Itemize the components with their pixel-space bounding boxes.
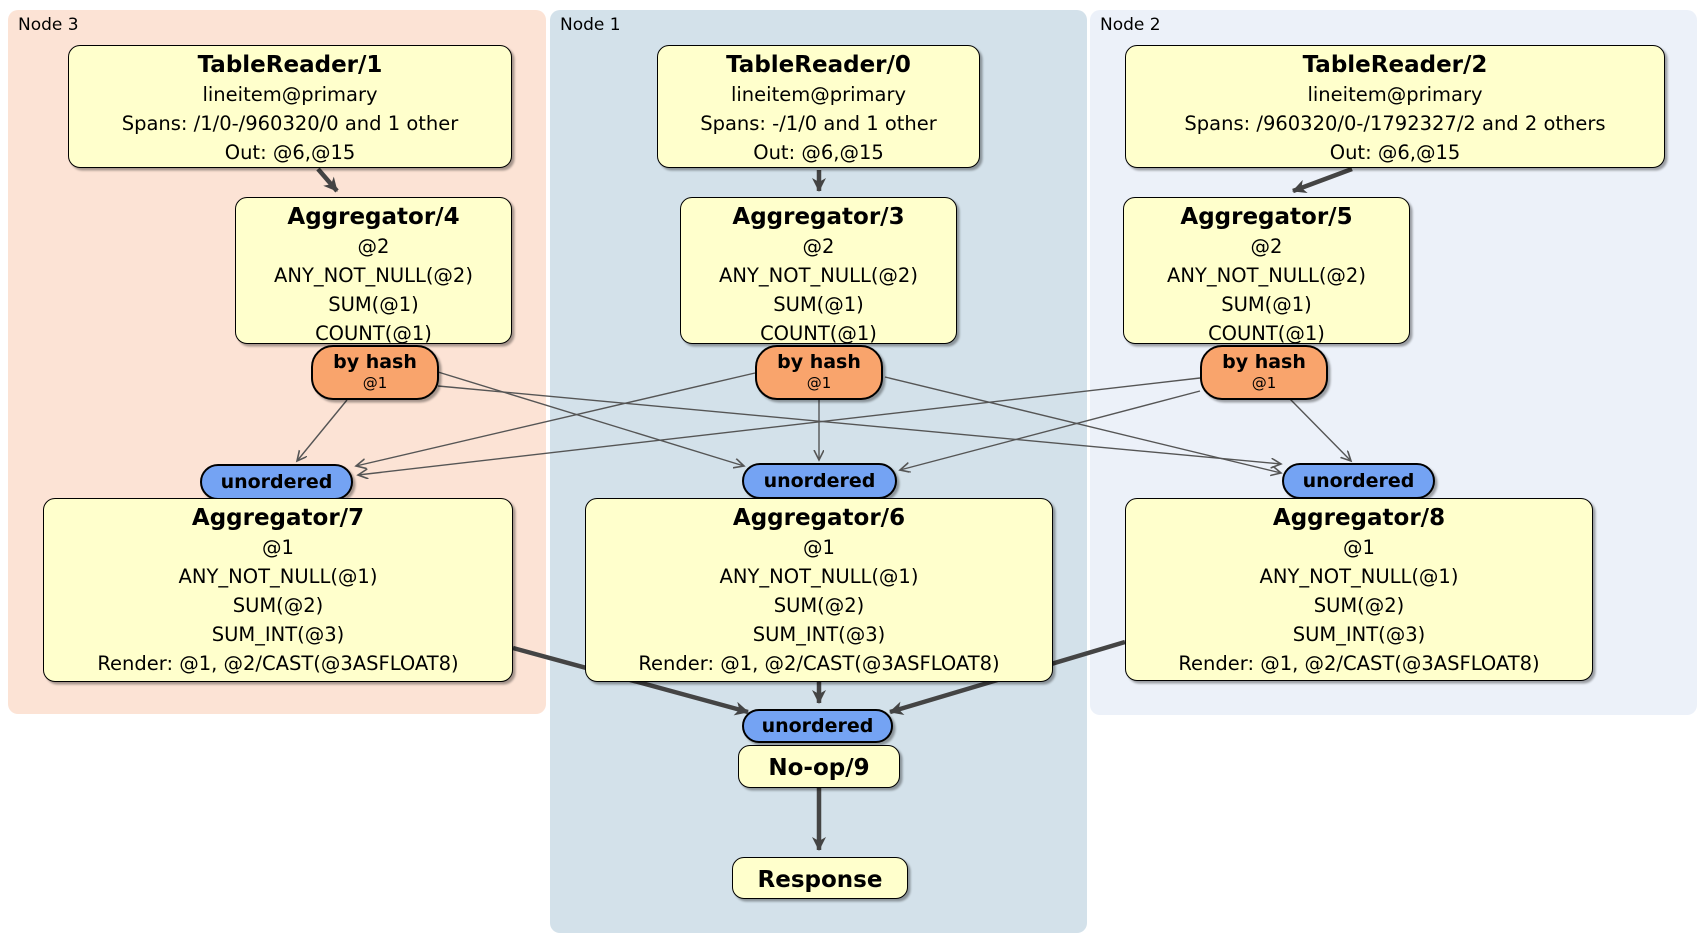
box-aggregator-3: Aggregator/3 @2 ANY_NOT_NULL(@2) SUM(@1)… <box>680 197 957 345</box>
box-line: lineitem@primary <box>202 83 378 106</box>
box-line: SUM(@1) <box>773 293 864 316</box>
router-label: by hash <box>333 351 417 373</box>
box-line: lineitem@primary <box>730 83 907 106</box>
box-line: Out: @6,@15 <box>1329 141 1461 164</box>
router-key: @1 <box>362 374 388 392</box>
box-line: SUM(@1) <box>328 293 419 316</box>
box-aggregator-6: Aggregator/6 @1 ANY_NOT_NULL(@1) SUM(@2)… <box>585 498 1053 682</box>
box-aggregator-8: Aggregator/8 @1 ANY_NOT_NULL(@1) SUM(@2)… <box>1125 498 1593 681</box>
box-noop-9: No-op/9 <box>738 745 900 788</box>
sync-unordered-final: unordered <box>742 709 893 743</box>
box-title: TableReader/2 <box>1302 52 1488 78</box>
box-line: SUM_INT(@3) <box>1292 623 1426 646</box>
box-line: Spans: -/1/0 and 1 other <box>700 112 937 135</box>
box-line: ANY_NOT_NULL(@1) <box>719 565 919 588</box>
box-line: @2 <box>802 235 835 258</box>
box-tablereader-2: TableReader/2 lineitem@primary Spans: /9… <box>1125 45 1665 168</box>
box-line: SUM(@2) <box>773 594 865 617</box>
box-line: lineitem@primary <box>1307 83 1483 106</box>
sync-unordered-node2: unordered <box>1282 463 1435 499</box>
box-aggregator-4: Aggregator/4 @2 ANY_NOT_NULL(@2) SUM(@1)… <box>235 197 512 345</box>
box-line: SUM(@1) <box>1221 293 1312 316</box>
box-line: @2 <box>1250 235 1283 258</box>
box-line: SUM(@2) <box>1313 594 1405 617</box>
node3-region-label: Node 3 <box>18 15 79 35</box>
node1-region-label: Node 1 <box>560 15 621 35</box>
router-label: by hash <box>777 351 861 373</box>
box-title: TableReader/0 <box>726 52 911 78</box>
box-line: Out: @6,@15 <box>224 141 356 164</box>
router-by-hash-node3: by hash @1 <box>311 345 439 400</box>
box-line: @2 <box>357 235 390 258</box>
box-line: @1 <box>1343 536 1375 559</box>
box-line: ANY_NOT_NULL(@2) <box>274 264 473 287</box>
box-line: ANY_NOT_NULL(@1) <box>1259 565 1459 588</box>
box-line: @1 <box>803 536 835 559</box>
box-title: Aggregator/6 <box>732 505 906 531</box>
box-title: Aggregator/8 <box>1272 505 1446 531</box>
box-title: Aggregator/3 <box>732 204 905 230</box>
sync-unordered-node3: unordered <box>200 464 353 500</box>
box-line: Render: @1, @2/CAST(@3ASFLOAT8) <box>1178 652 1540 675</box>
router-key: @1 <box>1251 374 1277 392</box>
box-line: @1 <box>262 536 294 559</box>
box-title: No-op/9 <box>768 755 870 781</box>
box-aggregator-7: Aggregator/7 @1 ANY_NOT_NULL(@1) SUM(@2)… <box>43 498 513 682</box>
box-title: Response <box>757 867 883 893</box>
box-line: SUM_INT(@3) <box>211 623 345 646</box>
router-edges <box>297 371 1351 475</box>
box-line: COUNT(@1) <box>760 322 877 345</box>
router-label: by hash <box>1222 351 1306 373</box>
sync-unordered-node1: unordered <box>742 463 897 499</box>
box-line: COUNT(@1) <box>1208 322 1325 345</box>
box-line: SUM_INT(@3) <box>752 623 886 646</box>
router-key: @1 <box>806 374 832 392</box>
router-by-hash-node2: by hash @1 <box>1200 345 1328 400</box>
node2-region-label: Node 2 <box>1100 15 1161 35</box>
box-line: Render: @1, @2/CAST(@3ASFLOAT8) <box>97 652 459 675</box>
box-tablereader-0: TableReader/0 lineitem@primary Spans: -/… <box>657 45 980 168</box>
box-line: ANY_NOT_NULL(@1) <box>178 565 378 588</box>
box-tablereader-1: TableReader/1 lineitem@primary Spans: /1… <box>68 45 512 168</box>
box-line: SUM(@2) <box>232 594 324 617</box>
box-line: ANY_NOT_NULL(@2) <box>719 264 918 287</box>
box-line: Render: @1, @2/CAST(@3ASFLOAT8) <box>638 652 1000 675</box>
box-line: COUNT(@1) <box>315 322 432 345</box>
box-line: Spans: /1/0-/960320/0 and 1 other <box>121 112 459 135</box>
box-line: Spans: /960320/0-/1792327/2 and 2 others <box>1184 112 1606 135</box>
box-response: Response <box>732 857 908 899</box>
box-title: Aggregator/4 <box>287 204 460 230</box>
box-title: Aggregator/5 <box>1180 204 1353 230</box>
box-title: TableReader/1 <box>197 52 383 78</box>
box-line: Out: @6,@15 <box>753 141 884 164</box>
box-aggregator-5: Aggregator/5 @2 ANY_NOT_NULL(@2) SUM(@1)… <box>1123 197 1410 345</box>
box-title: Aggregator/7 <box>191 505 365 531</box>
box-line: ANY_NOT_NULL(@2) <box>1167 264 1366 287</box>
router-by-hash-node1: by hash @1 <box>755 345 883 400</box>
